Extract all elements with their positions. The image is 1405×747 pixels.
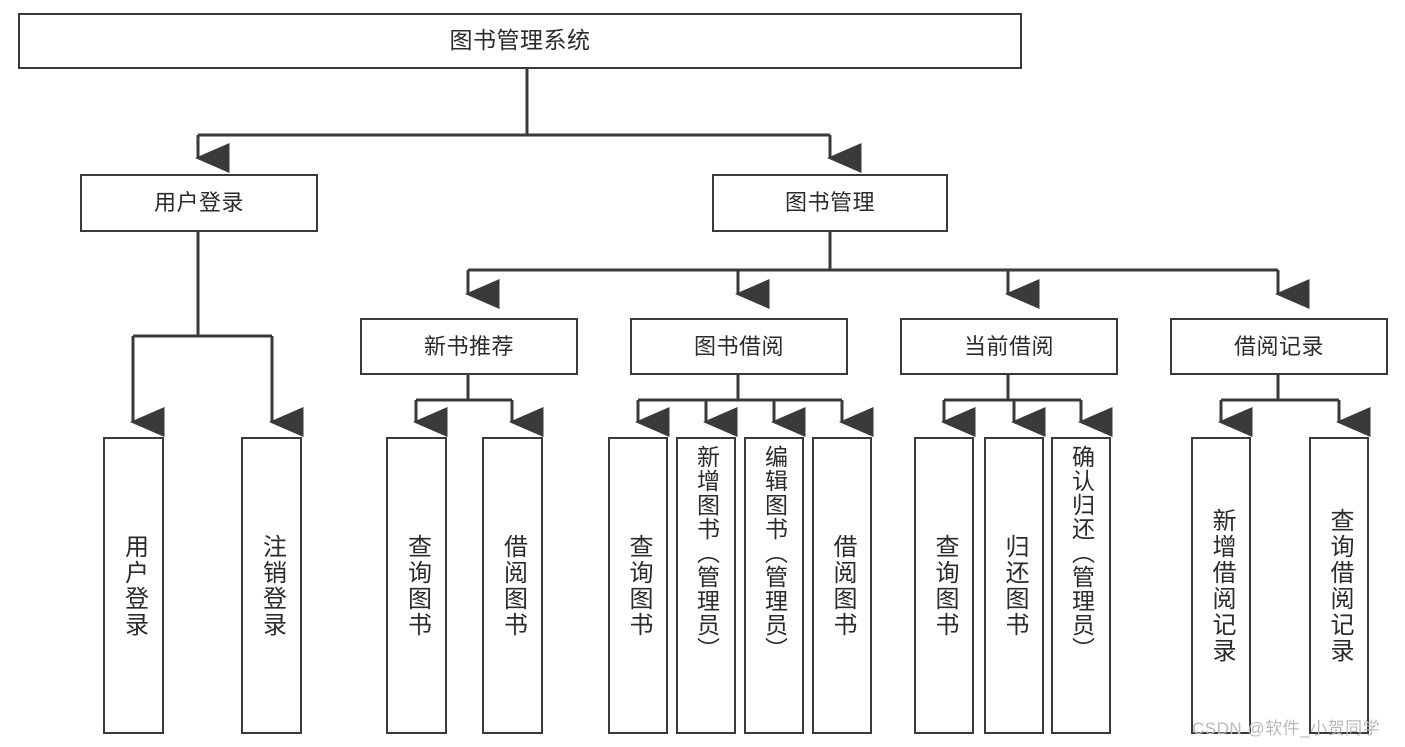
leaf-borrow-book[interactable]: 借阅图书 bbox=[812, 437, 872, 734]
node-label: 当前借阅 bbox=[963, 333, 1054, 359]
node-book-borrow[interactable]: 图书借阅 bbox=[630, 318, 848, 375]
node-label: 新书推荐 bbox=[423, 333, 514, 359]
leaf-confirm-return-admin[interactable]: 确认归还（管理员） bbox=[1051, 437, 1111, 734]
node-label: 查询借阅记录 bbox=[1326, 507, 1353, 664]
node-label: 借阅图书 bbox=[499, 533, 527, 638]
node-current-borrow[interactable]: 当前借阅 bbox=[900, 318, 1118, 375]
node-label: 借阅图书 bbox=[829, 533, 856, 638]
leaf-borrow-book-recommend[interactable]: 借阅图书 bbox=[482, 437, 543, 734]
node-new-book-recommend[interactable]: 新书推荐 bbox=[360, 318, 578, 375]
node-book-management[interactable]: 图书管理 bbox=[712, 174, 948, 232]
node-label: 用户登录 bbox=[120, 533, 148, 638]
node-label: 图书管理 bbox=[784, 190, 875, 216]
node-label: 新增图书（管理员） bbox=[693, 445, 720, 661]
leaf-query-book-borrow[interactable]: 查询图书 bbox=[608, 437, 668, 734]
node-label: 用户登录 bbox=[153, 190, 244, 216]
node-label: 查询图书 bbox=[931, 533, 958, 638]
node-label: 查询图书 bbox=[403, 533, 431, 638]
leaf-query-book-recommend[interactable]: 查询图书 bbox=[386, 437, 447, 734]
node-label: 新增借阅记录 bbox=[1208, 507, 1235, 664]
node-label: 查询图书 bbox=[625, 533, 652, 638]
leaf-logout-login[interactable]: 注销登录 bbox=[241, 437, 302, 734]
leaf-query-borrow-record[interactable]: 查询借阅记录 bbox=[1309, 437, 1369, 734]
node-root-book-management-system[interactable]: 图书管理系统 bbox=[18, 13, 1022, 69]
leaf-query-book-current[interactable]: 查询图书 bbox=[914, 437, 974, 734]
leaf-add-borrow-record[interactable]: 新增借阅记录 bbox=[1191, 437, 1251, 734]
node-borrow-records[interactable]: 借阅记录 bbox=[1170, 318, 1388, 375]
node-label: 确认归还（管理员） bbox=[1068, 445, 1095, 661]
leaf-return-book[interactable]: 归还图书 bbox=[984, 437, 1044, 734]
node-label: 图书借阅 bbox=[693, 333, 784, 359]
node-user-login[interactable]: 用户登录 bbox=[80, 174, 318, 232]
watermark-text: CSDN @软件_小贺同学 bbox=[1192, 719, 1381, 738]
node-label: 归还图书 bbox=[1001, 533, 1028, 638]
watermark: CSDN @软件_小贺同学 bbox=[1192, 714, 1380, 739]
node-label: 借阅记录 bbox=[1233, 333, 1324, 359]
node-label: 图书管理系统 bbox=[449, 27, 591, 54]
node-label: 注销登录 bbox=[258, 533, 286, 638]
leaf-edit-book-admin[interactable]: 编辑图书（管理员） bbox=[744, 437, 804, 734]
leaf-user-login[interactable]: 用户登录 bbox=[103, 437, 164, 734]
node-label: 编辑图书（管理员） bbox=[761, 445, 788, 661]
leaf-add-book-admin[interactable]: 新增图书（管理员） bbox=[676, 437, 736, 734]
